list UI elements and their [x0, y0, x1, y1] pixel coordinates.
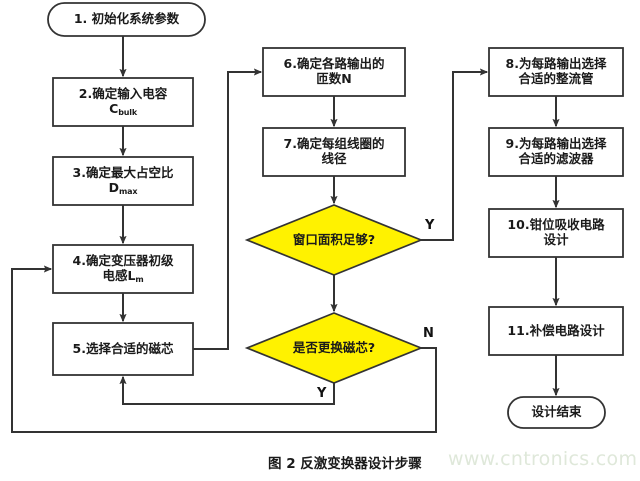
node-step5-shape	[52, 322, 194, 376]
node-start-shape	[47, 2, 206, 37]
node-dec1-shape	[244, 204, 424, 276]
edge-dec1-step8-yes	[421, 68, 489, 241]
node-step8-shape	[488, 47, 624, 97]
node-step2-shape	[52, 77, 194, 127]
node-step7-shape	[262, 127, 406, 177]
node-step6-shape	[262, 47, 406, 97]
node-step4-shape	[52, 244, 194, 294]
node-step9-shape	[488, 127, 624, 177]
watermark-text: www.cntronics.com	[448, 448, 638, 470]
node-step11-shape	[488, 306, 624, 356]
figure-caption: 图 2 反激变换器设计步骤	[268, 456, 422, 472]
node-step10-shape	[488, 208, 624, 258]
node-end-shape	[507, 396, 606, 429]
edge-step5-step6	[193, 68, 263, 350]
node-dec2-shape	[244, 312, 424, 384]
edge-dec2-step5-yes	[119, 375, 335, 405]
edge-dec2-step4-no	[11, 265, 437, 433]
node-step3-shape	[52, 156, 194, 206]
